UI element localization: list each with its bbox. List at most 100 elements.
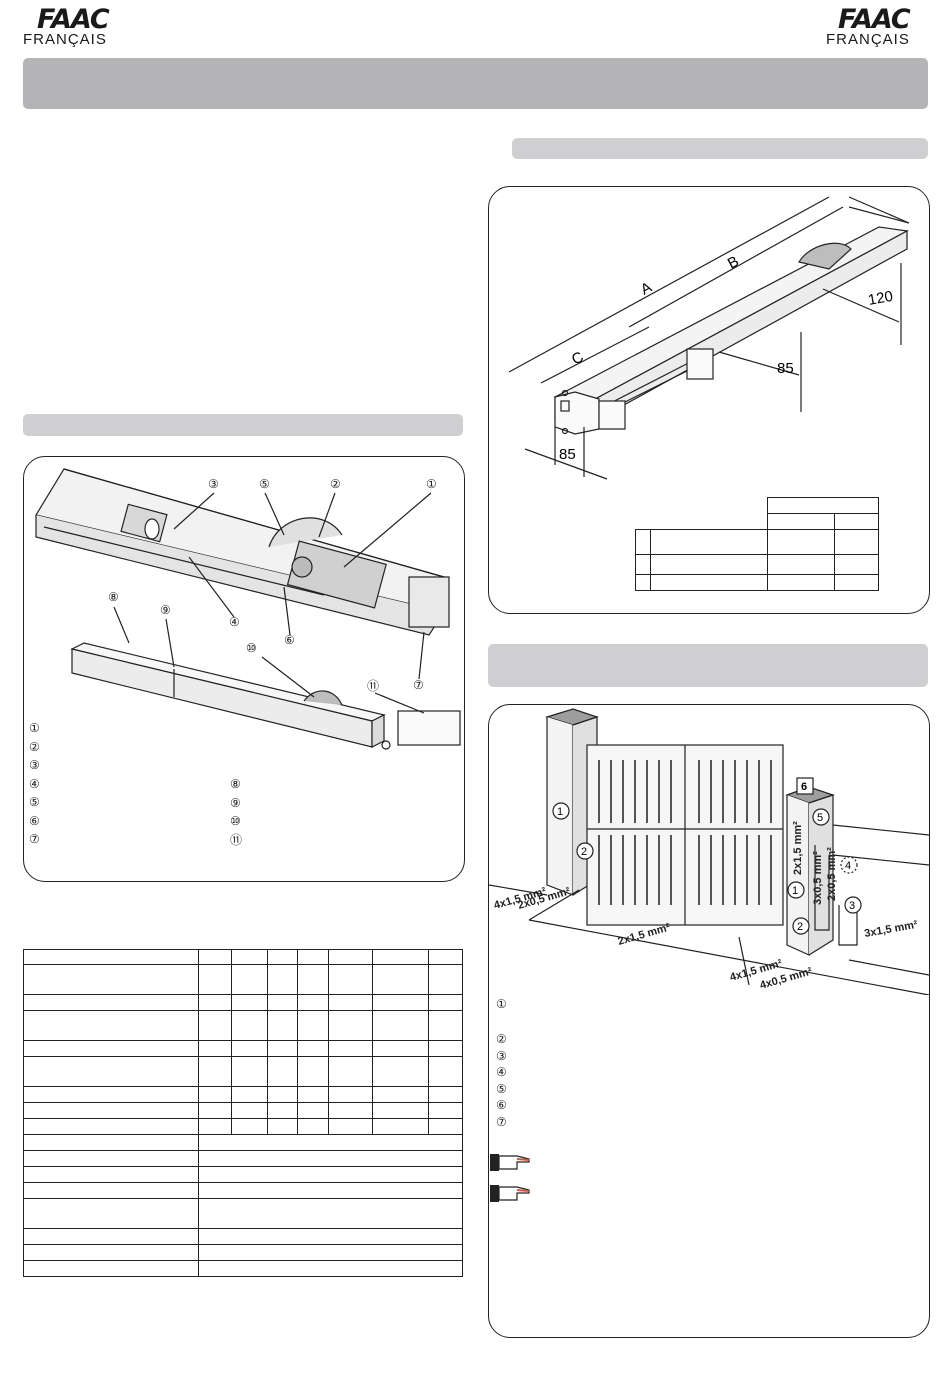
specs-cell [198, 994, 232, 1011]
specs-row [22, 1102, 464, 1119]
specs-cell [22, 1040, 200, 1057]
specs-cell [198, 1198, 463, 1229]
specs-cell [297, 1056, 329, 1087]
dim-label-a: A [638, 279, 655, 299]
callout-9: ⑨ [160, 603, 171, 617]
dim-label-c: C [569, 348, 587, 368]
legend-item: ⑦ [29, 832, 40, 846]
dim-table-cell [767, 513, 835, 530]
dim-table-cell [834, 554, 879, 575]
specs-cell [427, 1086, 464, 1103]
specs-cell [327, 994, 373, 1011]
specs-cell [230, 1010, 268, 1041]
legend-item: ④ [29, 776, 40, 791]
specs-cell [22, 1198, 200, 1229]
technical-specs-table [22, 949, 464, 1281]
marker-6: 6 [801, 781, 807, 793]
specs-cell [198, 1228, 463, 1245]
callout-10: ⑩ [246, 641, 257, 655]
dim-label-120: 120 [867, 288, 895, 309]
specs-cell [22, 1150, 200, 1167]
legend-item: ⑩ [230, 814, 241, 828]
specs-cell [22, 949, 200, 965]
specs-cell [266, 1010, 299, 1041]
specs-cell [266, 994, 299, 1011]
specs-row [22, 1244, 463, 1261]
specs-cell [266, 949, 299, 965]
callout-8: ⑧ [108, 590, 119, 604]
specs-cell [427, 994, 464, 1011]
dimensions-figure-frame: A B C 120 85 85 [488, 186, 930, 614]
marker-5: 5 [817, 812, 823, 824]
dim-table-cell [650, 554, 768, 575]
specs-cell [327, 1010, 373, 1041]
pointing-hand-icon [490, 1185, 530, 1202]
specs-cell [297, 1118, 329, 1135]
specs-cell [371, 1010, 429, 1041]
legend-item: ⑤ [29, 795, 40, 809]
specs-cell [230, 1086, 268, 1103]
specs-cell [371, 1118, 429, 1135]
specs-cell [22, 1086, 200, 1103]
specs-cell [230, 994, 268, 1011]
specs-cell [297, 964, 329, 995]
dim-label-b: B [725, 253, 742, 273]
specs-cell [371, 994, 429, 1011]
specs-row [22, 1198, 463, 1229]
installation-drawing: 1 2 3 4 5 6 1 2 4x1,5 mm² 2x0,5 mm² 2x1,… [489, 708, 929, 995]
specs-cell [22, 1228, 200, 1245]
specs-row [22, 1056, 464, 1087]
dimensions-drawing: A B C 120 85 85 [508, 196, 910, 480]
specs-cell [371, 1056, 429, 1087]
faac-logo-right: FAAC [838, 4, 911, 35]
language-label-left: FRANÇAIS [23, 31, 107, 48]
legend-item: ③ [29, 758, 40, 772]
specs-row [22, 964, 464, 995]
specs-cell [371, 1086, 429, 1103]
specs-cell [198, 1086, 232, 1103]
dim-table-cell [767, 574, 835, 591]
specs-cell [198, 1056, 232, 1087]
specs-cell [427, 1056, 464, 1087]
callout-7: ⑦ [413, 678, 424, 692]
specs-cell [297, 994, 329, 1011]
legend-item: ① [29, 721, 40, 735]
installation-figure-frame: 1 2 3 4 5 6 1 2 4x1,5 mm² 2x0,5 mm² 2x1,… [488, 704, 930, 1338]
specs-cell [198, 1244, 463, 1261]
marker-1: 1 [557, 806, 563, 818]
marker-3: 3 [849, 900, 855, 912]
dimensions-table [635, 497, 879, 591]
specs-cell [198, 949, 232, 965]
specs-cell [230, 964, 268, 995]
specs-cell [198, 1260, 463, 1277]
specs-cell [371, 949, 429, 965]
specs-cell [266, 1040, 299, 1057]
specs-cell [198, 1118, 232, 1135]
specs-row [22, 1118, 464, 1135]
specs-cell [266, 1118, 299, 1135]
specs-row [22, 1182, 463, 1199]
specs-cell [198, 1166, 463, 1183]
section-band-description [23, 414, 463, 436]
parts-legend-left: ① ② ③ ④ ⑤ ⑥ ⑦ [29, 719, 40, 849]
install-legend-item: ② [496, 1032, 507, 1046]
specs-row [22, 949, 464, 965]
dim-table-cell [635, 554, 651, 575]
specs-cell [297, 1010, 329, 1041]
specs-cell [427, 1118, 464, 1135]
specs-cell [427, 1010, 464, 1041]
marker-1b: 1 [792, 885, 798, 897]
specs-cell [266, 1086, 299, 1103]
specs-cell [327, 1118, 373, 1135]
specs-cell [22, 964, 200, 995]
specs-cell [266, 964, 299, 995]
specs-cell [230, 1040, 268, 1057]
specs-row [22, 1150, 463, 1167]
callout-11: ⑪ [367, 679, 380, 693]
specs-cell [22, 1182, 200, 1199]
language-label-right: FRANÇAIS [826, 31, 910, 48]
specs-cell [327, 1086, 373, 1103]
specs-cell [22, 1102, 200, 1119]
specs-row [22, 1260, 463, 1277]
specs-cell [327, 949, 373, 965]
